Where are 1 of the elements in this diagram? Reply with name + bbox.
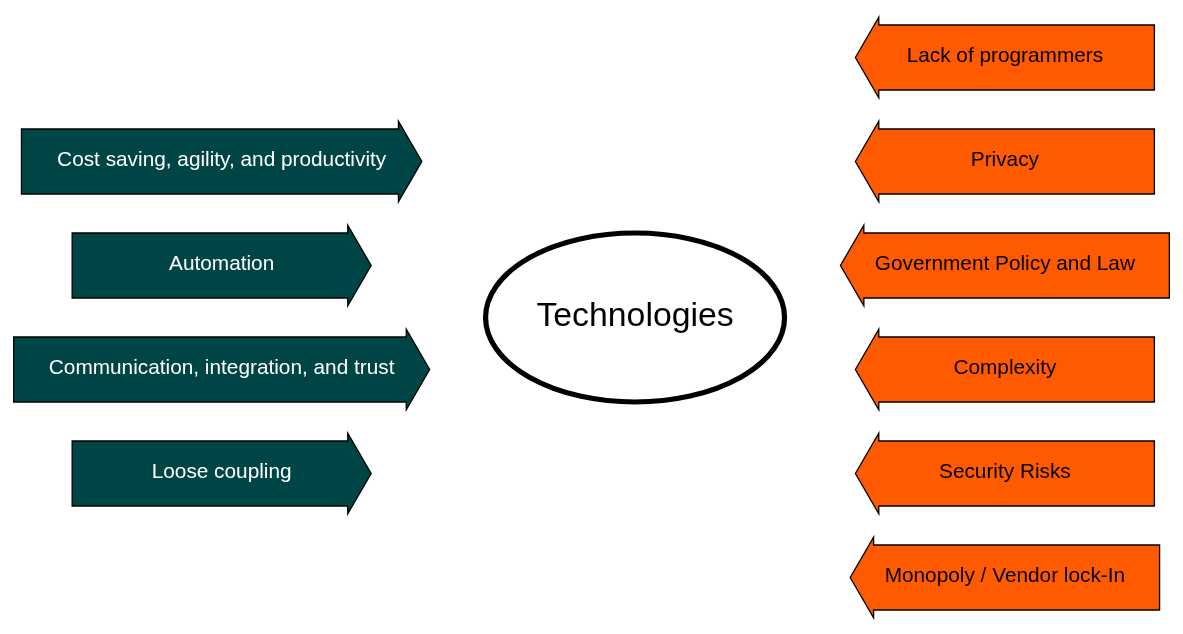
node-ellipse: Technologies bbox=[482, 229, 788, 405]
